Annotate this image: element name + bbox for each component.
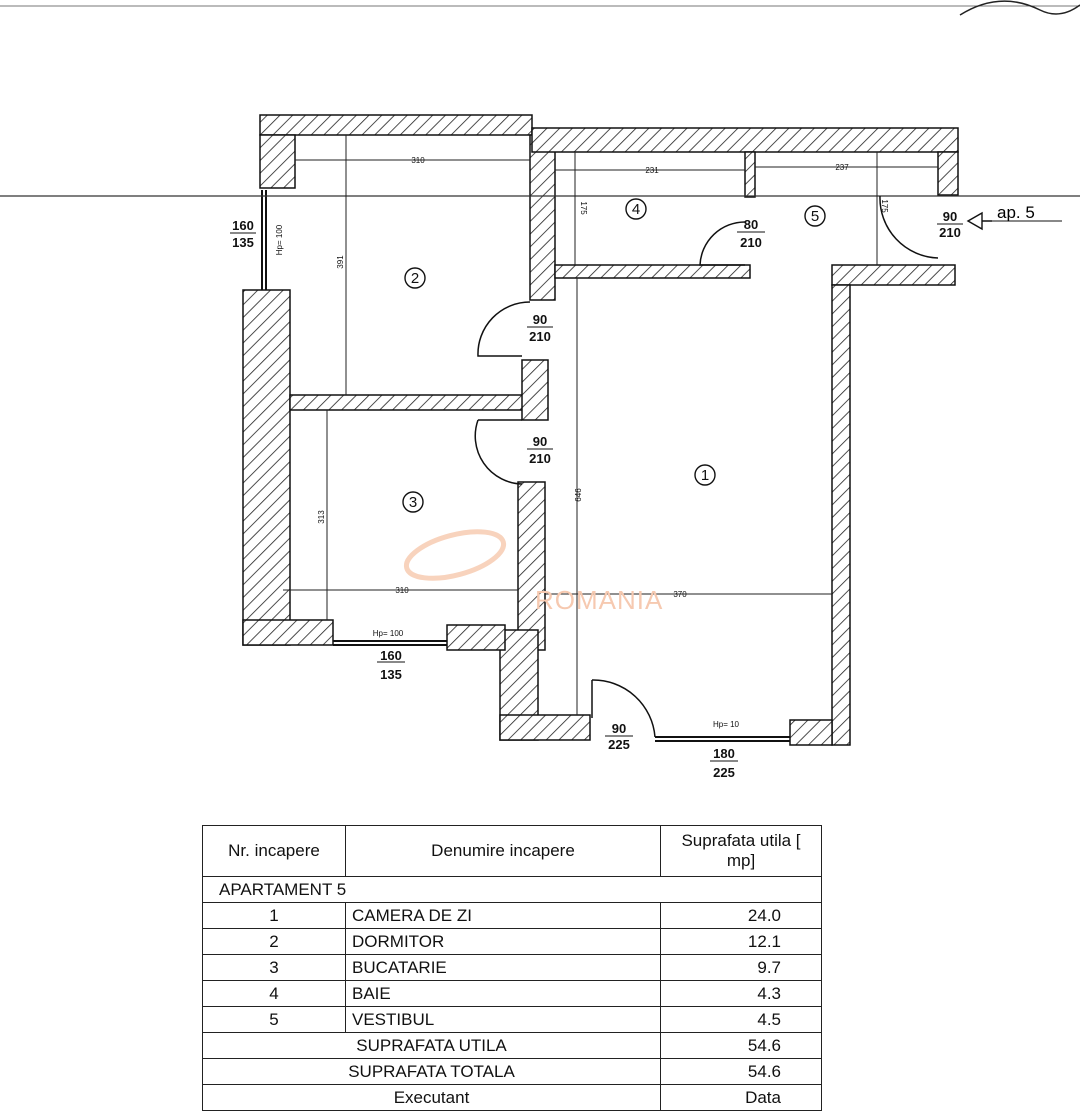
win-bottom-hp: Hp= 100 [373, 629, 404, 638]
dim-room2-width: 310 [411, 156, 425, 165]
executant-label: Executant [202, 1084, 661, 1111]
dim-room3-height: 313 [317, 510, 326, 524]
win-bottom-width: 160 [380, 648, 402, 663]
table-header: Nr. incapere Denumire incapere Suprafata… [202, 825, 822, 877]
entry-door-width: 90 [943, 209, 957, 224]
door-4-width: 80 [744, 217, 758, 232]
watermark-logo [403, 529, 507, 581]
watermark-text: ROMANIA [535, 585, 664, 615]
dim-room1-width: 370 [673, 590, 687, 599]
header-nr: Nr. incapere [202, 825, 346, 877]
floor-plan: 310 391 231 175 237 175 310 313 370 646 … [0, 0, 1080, 780]
walls [242, 114, 959, 746]
balcony-door-width: 90 [612, 721, 626, 736]
row-area: 9.7 [660, 954, 822, 981]
row-nr: 2 [202, 928, 346, 955]
row-nr: 4 [202, 980, 346, 1007]
windows [261, 190, 790, 742]
row-nr: 1 [202, 902, 346, 929]
total-label: SUPRAFATA TOTALA [202, 1058, 661, 1085]
win-left-width: 160 [232, 218, 254, 233]
dim-room1-height: 646 [574, 488, 583, 502]
dim-room2-height: 391 [336, 255, 345, 269]
signature-scribble [959, 0, 1080, 16]
entry-label: ap. 5 [997, 203, 1035, 222]
win-left-hp: Hp= 100 [275, 224, 284, 255]
win-bottom-height: 135 [380, 667, 402, 682]
room-area-table: Nr. incapere Denumire incapere Suprafata… [202, 825, 822, 1111]
opening-labels [230, 220, 1062, 762]
row-name: VESTIBUL [345, 1006, 661, 1033]
room-number-5: 5 [811, 208, 819, 225]
header-name: Denumire incapere [345, 825, 661, 877]
entry-arrow-icon [966, 211, 992, 231]
apartment-label: APARTAMENT 5 [202, 876, 822, 903]
dim-room4-width: 231 [645, 166, 659, 175]
win-left-height: 135 [232, 235, 254, 250]
room-number-3: 3 [409, 494, 417, 511]
win-balcony-hp: Hp= 10 [713, 720, 740, 729]
door-2-width: 90 [533, 312, 547, 327]
row-name: CAMERA DE ZI [345, 902, 661, 929]
row-name: BAIE [345, 980, 661, 1007]
dimension-labels: 310 391 231 175 237 175 310 313 370 646 [317, 156, 889, 599]
row-area: 4.5 [660, 1006, 822, 1033]
util-value: 54.6 [660, 1032, 822, 1059]
dim-room4-height: 175 [579, 201, 588, 215]
door-3-height: 210 [529, 451, 551, 466]
entry-door-height: 210 [939, 225, 961, 240]
date-label: Data [660, 1084, 822, 1111]
dim-room5-width: 237 [835, 163, 849, 172]
header-area: Suprafata utila [ mp] [660, 825, 822, 877]
win-balcony-height: 225 [713, 765, 735, 780]
row-nr: 3 [202, 954, 346, 981]
room-number-2: 2 [411, 270, 419, 287]
door-2-height: 210 [529, 329, 551, 344]
total-value: 54.6 [660, 1058, 822, 1085]
dimension-lines [283, 135, 938, 715]
row-name: BUCATARIE [345, 954, 661, 981]
row-area: 24.0 [660, 902, 822, 929]
row-area: 4.3 [660, 980, 822, 1007]
row-name: DORMITOR [345, 928, 661, 955]
door-swings [474, 195, 939, 738]
door-3-width: 90 [533, 434, 547, 449]
door-4-height: 210 [740, 235, 762, 250]
room-number-1: 1 [701, 467, 709, 484]
room-numbers [402, 198, 826, 513]
room-number-4: 4 [632, 201, 640, 218]
balcony-door-height: 225 [608, 737, 630, 752]
win-balcony-width: 180 [713, 746, 735, 761]
row-area: 12.1 [660, 928, 822, 955]
dim-room3-width: 310 [395, 586, 409, 595]
util-label: SUPRAFATA UTILA [202, 1032, 661, 1059]
dim-room5-height: 175 [880, 199, 889, 213]
row-nr: 5 [202, 1006, 346, 1033]
table-group-row: APARTAMENT 5 [202, 876, 822, 903]
